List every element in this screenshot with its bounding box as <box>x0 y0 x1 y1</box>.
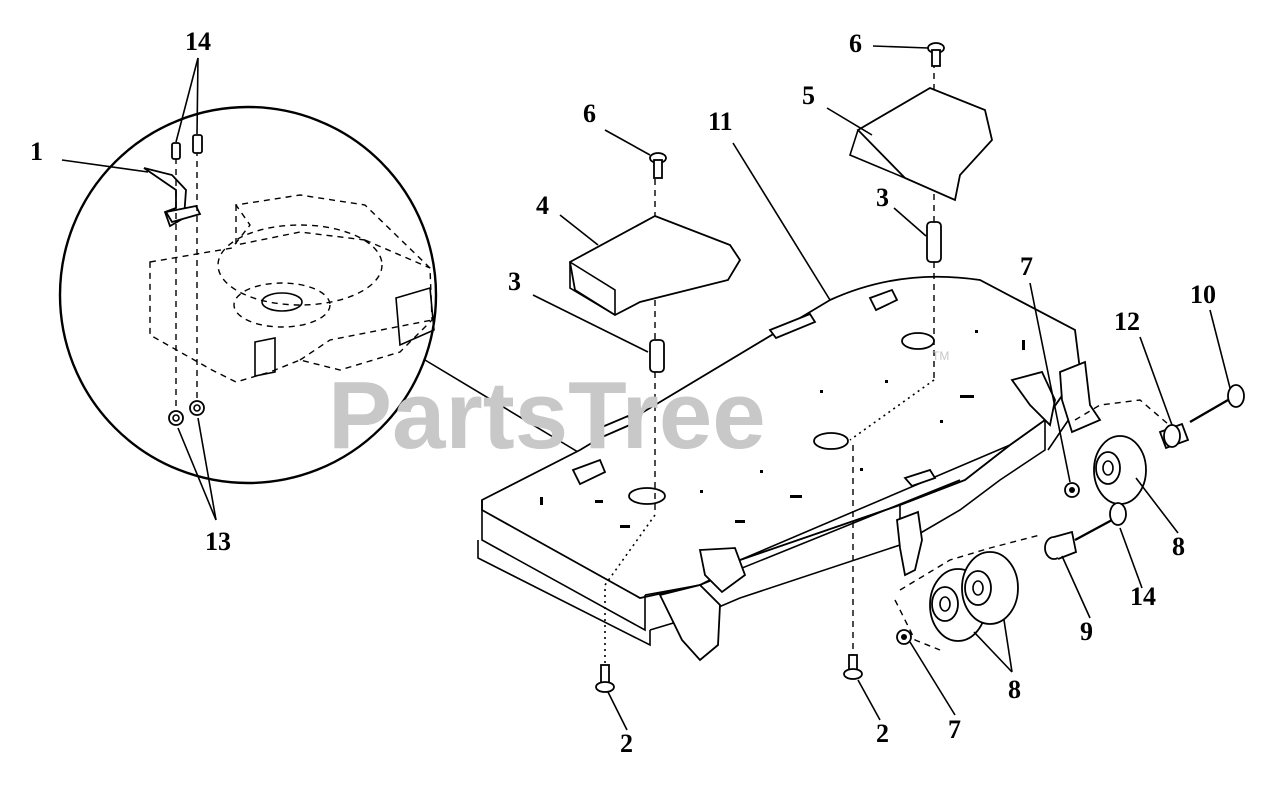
detail-inset <box>58 105 438 485</box>
callout-7-upper: 7 <box>1020 252 1033 281</box>
callout-14-inset: 14 <box>185 27 211 56</box>
callout-8-upper: 8 <box>1172 532 1185 561</box>
watermark-text: PartsTree <box>328 362 766 469</box>
watermark-trademark: TM <box>932 349 949 363</box>
callout-1: 1 <box>30 137 43 166</box>
callout-7-lower: 7 <box>948 715 961 744</box>
callout-8-lower: 8 <box>1008 675 1021 704</box>
callout-6-right: 6 <box>849 29 862 58</box>
callout-6-left: 6 <box>583 99 596 128</box>
callout-5: 5 <box>802 81 815 110</box>
anti-scalp-wheel-upper <box>1093 435 1147 505</box>
callout-10: 10 <box>1190 280 1216 309</box>
axle-bolt-10 <box>1189 384 1245 424</box>
callout-4: 4 <box>536 191 549 220</box>
axis-left-lower <box>604 514 656 665</box>
bolt-2-right <box>843 654 863 680</box>
leader-lines <box>61 45 1231 731</box>
callout-9: 9 <box>1080 617 1093 646</box>
bolt-2-left <box>595 664 615 693</box>
callout-2-right: 2 <box>876 719 889 748</box>
bolt-6-right <box>927 42 945 67</box>
callout-3-left: 3 <box>508 267 521 296</box>
belt-cover-right <box>849 87 993 202</box>
pin-3-right <box>926 221 942 263</box>
callout-13: 13 <box>205 527 231 556</box>
callout-11: 11 <box>708 107 733 136</box>
callout-14-main: 14 <box>1130 582 1156 611</box>
callout-2-left: 2 <box>620 729 633 758</box>
anti-scalp-wheel-lower-2 <box>961 551 1019 625</box>
belt-cover-left <box>568 215 742 317</box>
axle-bolt-14 <box>1074 502 1127 542</box>
callout-3-right: 3 <box>876 183 889 212</box>
mower-deck <box>477 275 1102 662</box>
callout-12: 12 <box>1114 307 1140 336</box>
bolt-6-left <box>649 152 667 179</box>
pin-3-left <box>649 339 665 373</box>
